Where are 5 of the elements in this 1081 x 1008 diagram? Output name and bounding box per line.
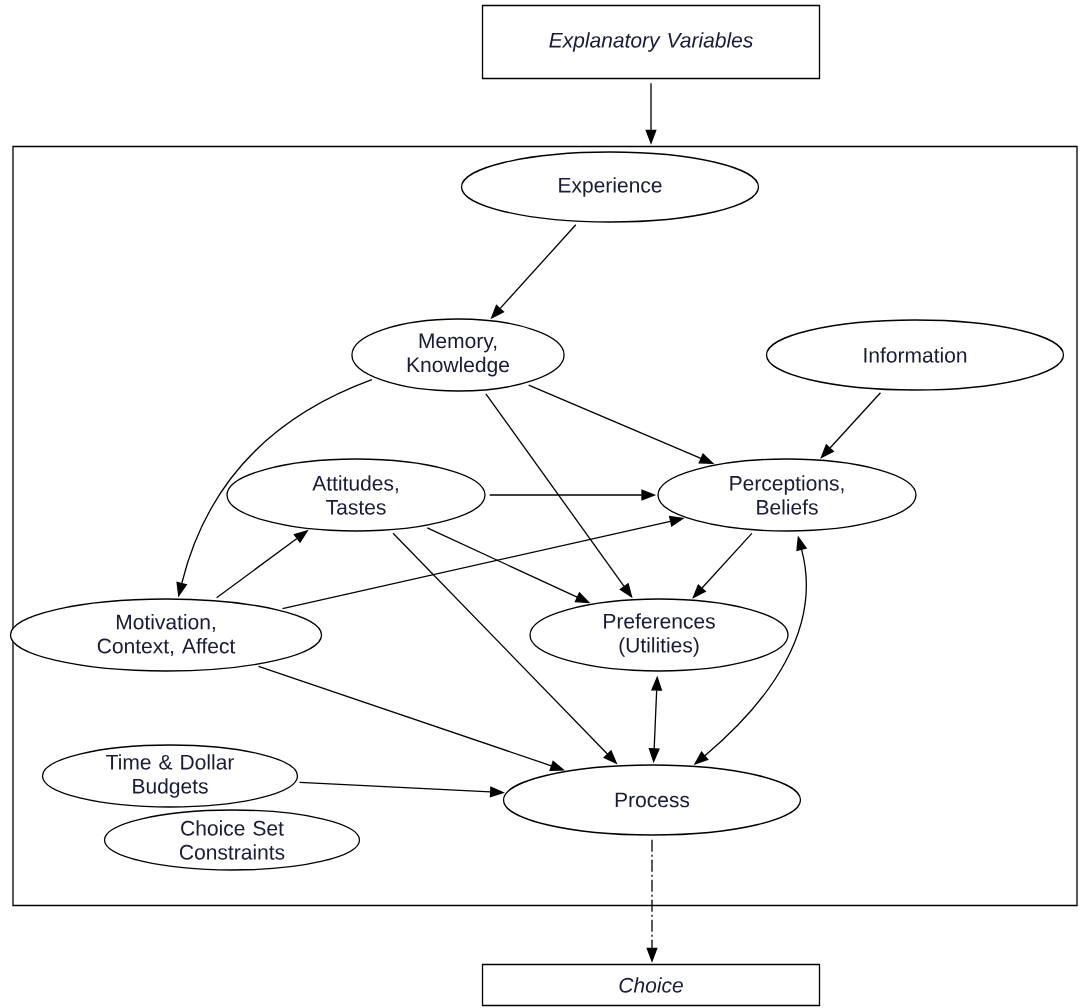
arrow xyxy=(692,532,753,599)
arrow xyxy=(820,392,882,459)
variable-box: Explanatory Variables xyxy=(481,4,821,80)
model-frame xyxy=(12,145,1078,907)
variable-box: Choice xyxy=(481,963,821,1007)
